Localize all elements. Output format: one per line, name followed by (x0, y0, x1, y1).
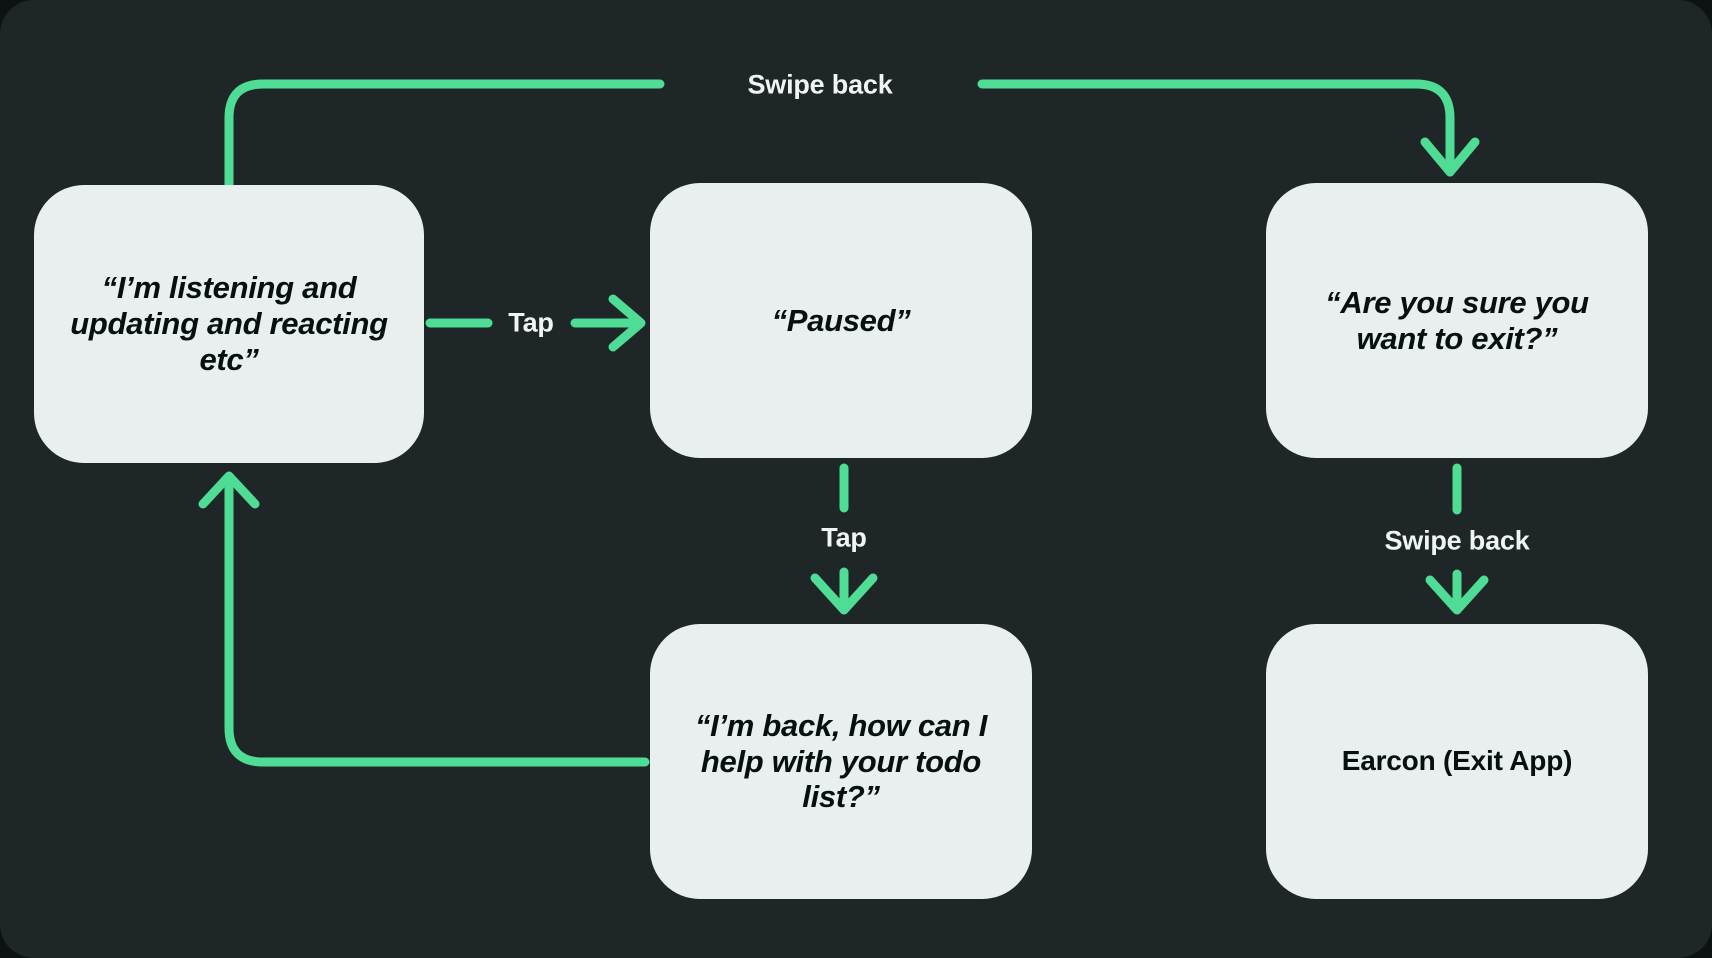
node-confirm-exit[interactable]: “Are you sure you want to exit?” (1266, 183, 1648, 458)
node-paused[interactable]: “Paused” (650, 183, 1032, 458)
node-listening-label: “I’m listening and updating and reacting… (70, 270, 388, 377)
node-confirm-exit-label: “Are you sure you want to exit?” (1325, 284, 1589, 356)
edge-back-to-listening (224, 473, 650, 767)
node-im-back-label: “I’m back, how can I help with your todo… (694, 707, 988, 815)
edge-label-tap-listening-paused: Tap (508, 307, 554, 338)
edge-listening-to-confirm-right (977, 79, 1455, 177)
arrowhead-into-back (810, 573, 878, 615)
arrowhead-into-listening (198, 471, 260, 509)
arrowhead-into-earcon (1425, 575, 1489, 615)
node-earcon-exit-app-label: Earcon (Exit App) (1341, 745, 1573, 777)
edge-listening-to-confirm-left (224, 79, 665, 190)
node-paused-label: “Paused” (771, 302, 911, 338)
arrowhead-into-paused (608, 294, 646, 352)
node-earcon-exit-app[interactable]: Earcon (Exit App) (1266, 624, 1648, 899)
node-listening[interactable]: “I’m listening and updating and reacting… (34, 185, 424, 463)
node-im-back[interactable]: “I’m back, how can I help with your todo… (650, 624, 1032, 899)
edge-label-swipe-back-top: Swipe back (747, 69, 893, 100)
edge-label-swipe-back-confirm-earcon: Swipe back (1384, 525, 1530, 556)
edge-label-tap-paused-back: Tap (821, 522, 867, 553)
arrowhead-into-confirm (1420, 137, 1480, 177)
